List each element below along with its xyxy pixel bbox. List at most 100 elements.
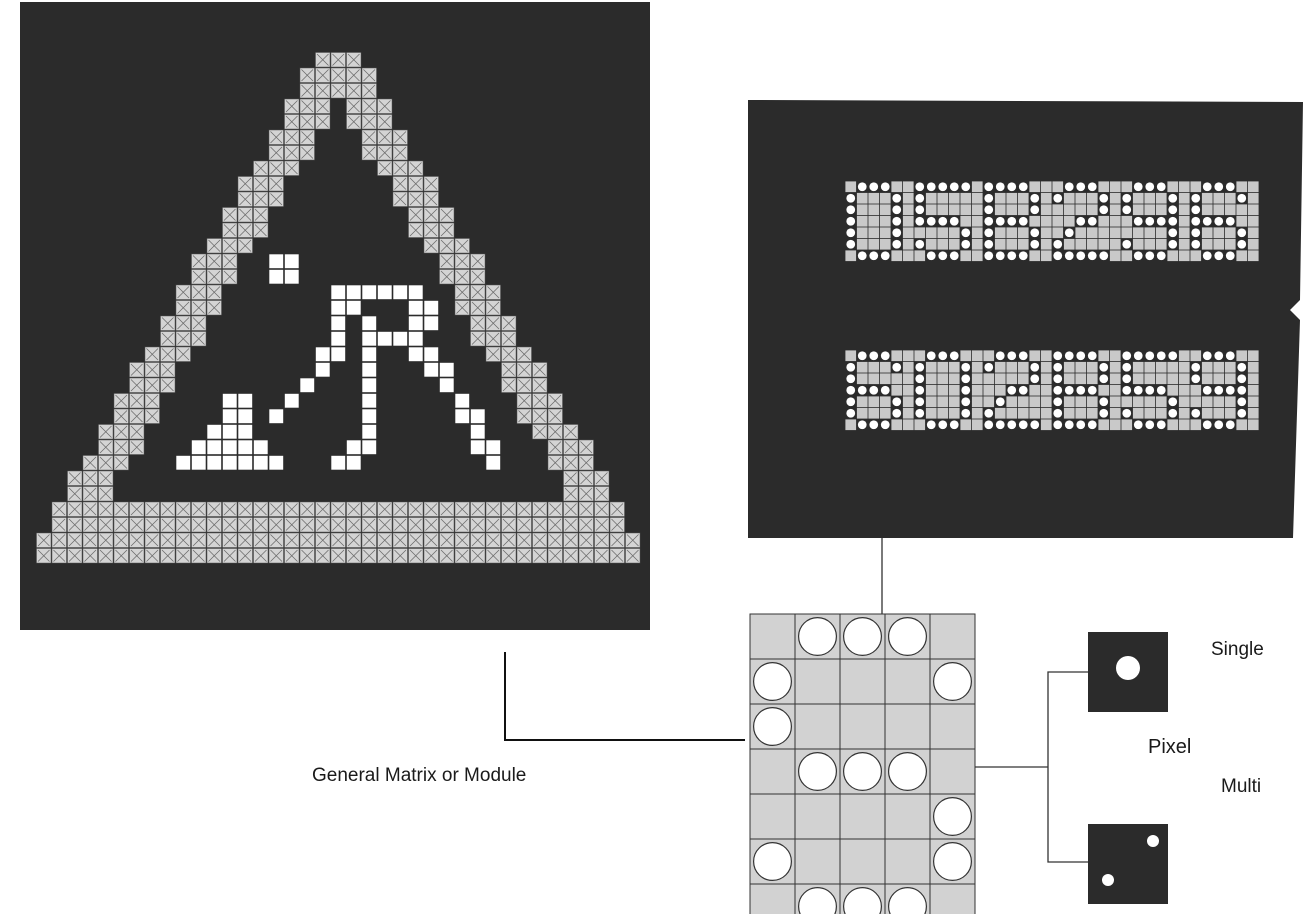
display-led-off — [1075, 239, 1086, 250]
display-led-on — [1122, 409, 1131, 418]
display-led-on — [846, 363, 855, 372]
sign-border-cell — [52, 502, 67, 517]
display-led-off — [1225, 373, 1236, 384]
sign-figure-cell — [223, 425, 237, 439]
sign-figure-cell — [269, 456, 283, 470]
display-led-on — [984, 194, 993, 203]
sign-border-cell — [579, 549, 594, 564]
sign-border-cell — [486, 285, 501, 300]
sign-border-cell — [223, 502, 238, 517]
display-led-on — [961, 374, 970, 383]
sign-border-cell — [378, 549, 393, 564]
sign-border-cell — [223, 239, 238, 254]
sign-border-cell — [254, 502, 269, 517]
sign-border-cell — [192, 518, 207, 533]
display-led-off — [937, 204, 948, 215]
display-led-off — [1110, 181, 1121, 192]
sign-figure-cell — [285, 254, 299, 268]
sign-figure-cell — [254, 456, 268, 470]
sign-border-cell — [471, 518, 486, 533]
sign-figure-cell — [223, 409, 237, 423]
display-led-on — [1134, 182, 1143, 191]
sign-border-cell — [161, 518, 176, 533]
sign-border-cell — [440, 549, 455, 564]
sign-border-cell — [285, 99, 300, 114]
sign-figure-cell — [238, 409, 252, 423]
sign-border-cell — [564, 533, 579, 548]
sign-border-cell — [455, 518, 470, 533]
display-led-off — [1179, 362, 1190, 373]
display-led-on — [915, 194, 924, 203]
display-led-on — [984, 240, 993, 249]
display-led-off — [1075, 373, 1086, 384]
sign-border-cell — [517, 533, 532, 548]
display-led-off — [903, 350, 914, 361]
single-pixel-sample — [1088, 632, 1168, 712]
sign-border-cell — [238, 223, 253, 238]
display-led-on — [858, 351, 867, 360]
sign-border-cell — [161, 347, 176, 362]
sign-border-cell — [548, 425, 563, 440]
sign-border-cell — [161, 533, 176, 548]
display-led-on — [869, 251, 878, 260]
sign-border-cell — [83, 549, 98, 564]
display-led-off — [857, 408, 868, 419]
sign-figure-cell — [486, 456, 500, 470]
display-led-off — [1248, 385, 1259, 396]
sign-border-cell — [440, 518, 455, 533]
display-led-off — [1006, 362, 1017, 373]
display-led-off — [972, 250, 983, 261]
display-led-off — [1179, 239, 1190, 250]
sign-border-cell — [471, 332, 486, 347]
sign-border-cell — [37, 549, 52, 564]
display-led-on — [950, 251, 959, 260]
display-led-off — [1167, 250, 1178, 261]
sign-border-cell — [223, 270, 238, 285]
display-led-on — [1191, 217, 1200, 226]
display-led-on — [1099, 251, 1108, 260]
display-led-off — [1006, 396, 1017, 407]
display-led-off — [1041, 204, 1052, 215]
display-led-on — [961, 397, 970, 406]
module-cell — [885, 884, 930, 914]
display-led-off — [1248, 408, 1259, 419]
sign-border-cell — [269, 192, 284, 207]
display-led-on — [1030, 374, 1039, 383]
sign-border-cell — [161, 363, 176, 378]
sign-border-cell — [610, 533, 625, 548]
display-led-off — [1202, 373, 1213, 384]
sign-figure-cell — [409, 285, 423, 299]
display-led-on — [1226, 351, 1235, 360]
display-led-off — [926, 385, 937, 396]
display-led-off — [1144, 396, 1155, 407]
sign-border-cell — [471, 301, 486, 316]
display-led-on — [1065, 351, 1074, 360]
display-led-on — [1065, 228, 1074, 237]
sign-border-cell — [579, 487, 594, 502]
sign-border-cell — [393, 177, 408, 192]
sign-border-cell — [362, 502, 377, 517]
display-led-off — [1236, 181, 1247, 192]
display-led-on — [1088, 351, 1097, 360]
display-led-off — [1144, 362, 1155, 373]
sign-border-cell — [99, 518, 114, 533]
multi-label: Multi — [1221, 776, 1261, 797]
display-led-on — [1168, 228, 1177, 237]
display-led-on — [869, 386, 878, 395]
sign-border-cell — [502, 378, 517, 393]
display-led-off — [1121, 396, 1132, 407]
sign-border-cell — [316, 84, 331, 99]
display-led-on — [858, 386, 867, 395]
module-cell — [930, 749, 975, 794]
sign-border-cell — [564, 549, 579, 564]
display-led-off — [1018, 408, 1029, 419]
sign-figure-cell — [378, 285, 392, 299]
sign-figure-cell — [331, 332, 345, 346]
display-led-off — [1075, 227, 1086, 238]
display-led-off — [1041, 181, 1052, 192]
sign-border-cell — [130, 518, 145, 533]
display-led-off — [1133, 408, 1144, 419]
display-led-off — [1190, 419, 1201, 430]
display-led-on — [1203, 182, 1212, 191]
display-led-off — [949, 385, 960, 396]
